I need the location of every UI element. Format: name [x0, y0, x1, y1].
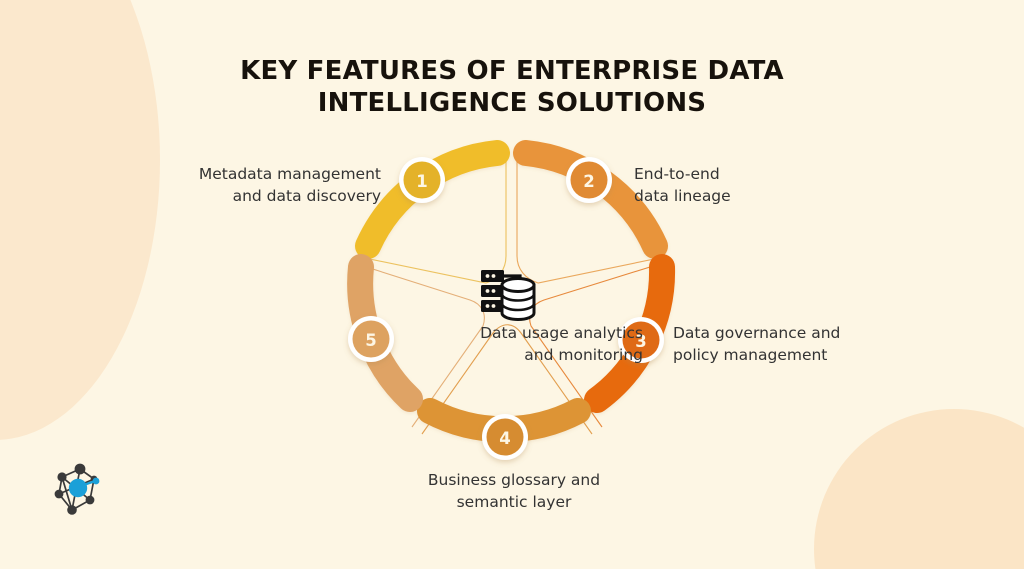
step-label-1-line-1: Metadata management — [198, 165, 381, 183]
server-database-icon — [481, 270, 536, 321]
step-badge-3[interactable]: 3 — [618, 317, 664, 363]
step-badge-1[interactable]: 1 — [399, 157, 445, 203]
title-line-2: INTELLIGENCE SOLUTIONS — [317, 87, 707, 118]
step-badges[interactable]: 1 2 3 4 5 — [348, 157, 664, 460]
step-badge-2-number: 2 — [583, 172, 594, 191]
step-badge-4[interactable]: 4 — [482, 414, 528, 460]
step-badge-3-number: 3 — [635, 332, 646, 351]
step-label-2-line-1: End-to-end — [634, 165, 720, 183]
step-label-5-line-2: and monitoring — [524, 346, 643, 364]
step-label-3: Data governance and policy management — [673, 322, 840, 366]
step-badge-5-number: 5 — [365, 331, 376, 350]
logo-accent-nodes — [68, 477, 100, 498]
title-line-1: KEY FEATURES OF ENTERPRISE DATA — [240, 56, 784, 86]
divider-4 — [421, 324, 593, 435]
step-label-4: Business glossary and semantic layer — [2, 469, 1024, 513]
step-label-5-line-1: Data usage analytics — [480, 324, 643, 342]
step-label-1: Metadata management and data discovery — [199, 163, 381, 207]
divider-2 — [516, 152, 665, 284]
step-label-5: Data usage analytics and monitoring — [480, 322, 643, 366]
step-badge-2[interactable]: 2 — [566, 157, 612, 203]
step-label-3-line-1: Data governance and — [673, 324, 841, 342]
page-title: KEY FEATURES OF ENTERPRISE DATA INTELLIG… — [0, 56, 1024, 119]
step-label-4-line-2: semantic layer — [456, 493, 572, 511]
step-label-3-line-2: policy management — [673, 346, 828, 364]
network-graph-logo — [54, 463, 100, 515]
step-label-2-line-2: data lineage — [634, 187, 731, 205]
step-label-4-line-1: Business glossary and — [427, 471, 601, 489]
step-label-1-line-2: and data discovery — [232, 187, 381, 205]
step-badge-5[interactable]: 5 — [348, 316, 394, 362]
step-label-2: End-to-end data lineage — [634, 163, 731, 207]
step-badge-4-number: 4 — [499, 429, 510, 448]
step-badge-1-number: 1 — [416, 172, 427, 191]
